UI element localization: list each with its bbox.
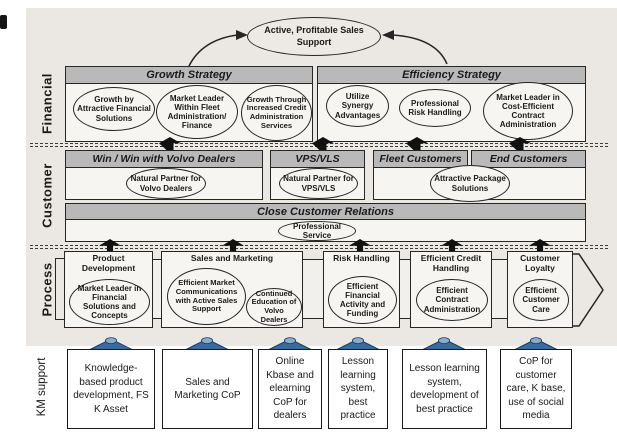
objective-ellipse: Efficient Customer Care [513,279,569,321]
process-customer-loyalty-box: Customer Loyalty Efficient Customer Care [507,251,573,328]
km-support-box: Lesson learning system, best practice [328,349,388,429]
objective-ellipse: Growth by Attractive Financial Solutions [73,87,155,131]
close-customer-relations-box: Close Customer Relations Professional Se… [65,203,586,242]
efficiency-strategy-box: Efficiency Strategy Utilize Synergy Adva… [317,66,586,142]
km-support-box: Knowledge-based product development, FS … [67,349,155,429]
growth-strategy-header: Growth Strategy [66,67,312,84]
km-up-arrow-icon [184,337,230,351]
segment-winwin-header: Win / Win with Volvo Dealers [66,151,262,168]
process-credit-handling-box: Efficient Credit Handling Efficient Cont… [410,251,492,328]
objective-ellipse: Continued Education of Volvo Dealers [246,288,302,326]
km-support-box: CoP for customer care, K base, use of so… [500,349,572,429]
scan-artifact-mark [0,15,7,29]
segment-end-header: End Customers [472,151,585,168]
objective-ellipse: Attractive Package Solutions [430,165,510,202]
objective-ellipse: Market Leader Within Fleet Administratio… [156,85,238,139]
objective-ellipse: Natural Partner for Volvo Dealers [126,168,206,199]
process-product-development-box: Product Development Market Leader in Fin… [64,251,153,328]
objective-ellipse: Market Leader in Financial Solutions and… [69,279,150,325]
segment-vps-box: VPS/VLS Natural Partner for VPS/VLS [270,150,365,200]
process-chain-bracket [55,258,64,320]
objective-ellipse: Professional Service [278,221,356,241]
growth-strategy-box: Growth Strategy Growth by Attractive Fin… [65,66,313,142]
objective-ellipse: Efficient Contract Administration [416,279,488,321]
process-sales-marketing-box: Sales and Marketing Efficient Market Com… [161,251,303,328]
objective-ellipse: Professional Risk Handling [399,89,471,127]
label-financial: Financial [39,73,55,134]
objective-ellipse: Utilize Synergy Advantages [326,85,389,127]
process-step-title: Product Development [81,253,136,273]
process-risk-handling-box: Risk Handling Efficient Financial Activi… [323,251,400,328]
process-step-title: Efficient Credit Handling [420,253,482,273]
objective-ellipse: Growth Through Increased Credit Administ… [241,85,312,141]
km-up-arrow-icon [421,337,467,351]
objective-ellipse: Efficient Financial Activity and Funding [328,276,397,324]
close-customer-relations-header: Close Customer Relations [66,204,585,220]
process-step-title: Risk Handling [333,253,390,263]
process-step-title: Customer Loyalty [520,253,560,273]
process-step-title: Sales and Marketing [190,253,274,263]
goal-ellipse: Active, Profitable Sales Support [247,17,381,56]
process-connector [153,259,161,319]
process-connector [303,259,323,319]
customer-process-divider [30,245,608,249]
km-support-box: Sales and Marketing CoP [162,349,253,429]
process-connector [400,259,410,319]
label-process: Process [39,262,55,317]
km-support-box: Online Kbase and elearning CoP for deale… [258,349,322,429]
segment-vps-header: VPS/VLS [271,151,364,168]
km-support-box: Lesson learning system, development of b… [402,349,487,429]
label-customer: Customer [39,163,55,228]
efficiency-strategy-header: Efficiency Strategy [318,67,585,84]
km-up-arrow-icon [513,337,559,351]
objective-ellipse: Efficient Market Communications with Act… [167,268,246,325]
process-connector [492,259,507,319]
objective-ellipse: Natural Partner for VPS/VLS [279,168,358,199]
objective-ellipse: Market Leader in Cost-Efficient Contract… [483,82,573,140]
label-km-support: KM support [36,357,48,417]
segment-fleet-header: Fleet Customers [374,151,467,168]
segment-winwin-box: Win / Win with Volvo Dealers Natural Par… [65,150,263,200]
